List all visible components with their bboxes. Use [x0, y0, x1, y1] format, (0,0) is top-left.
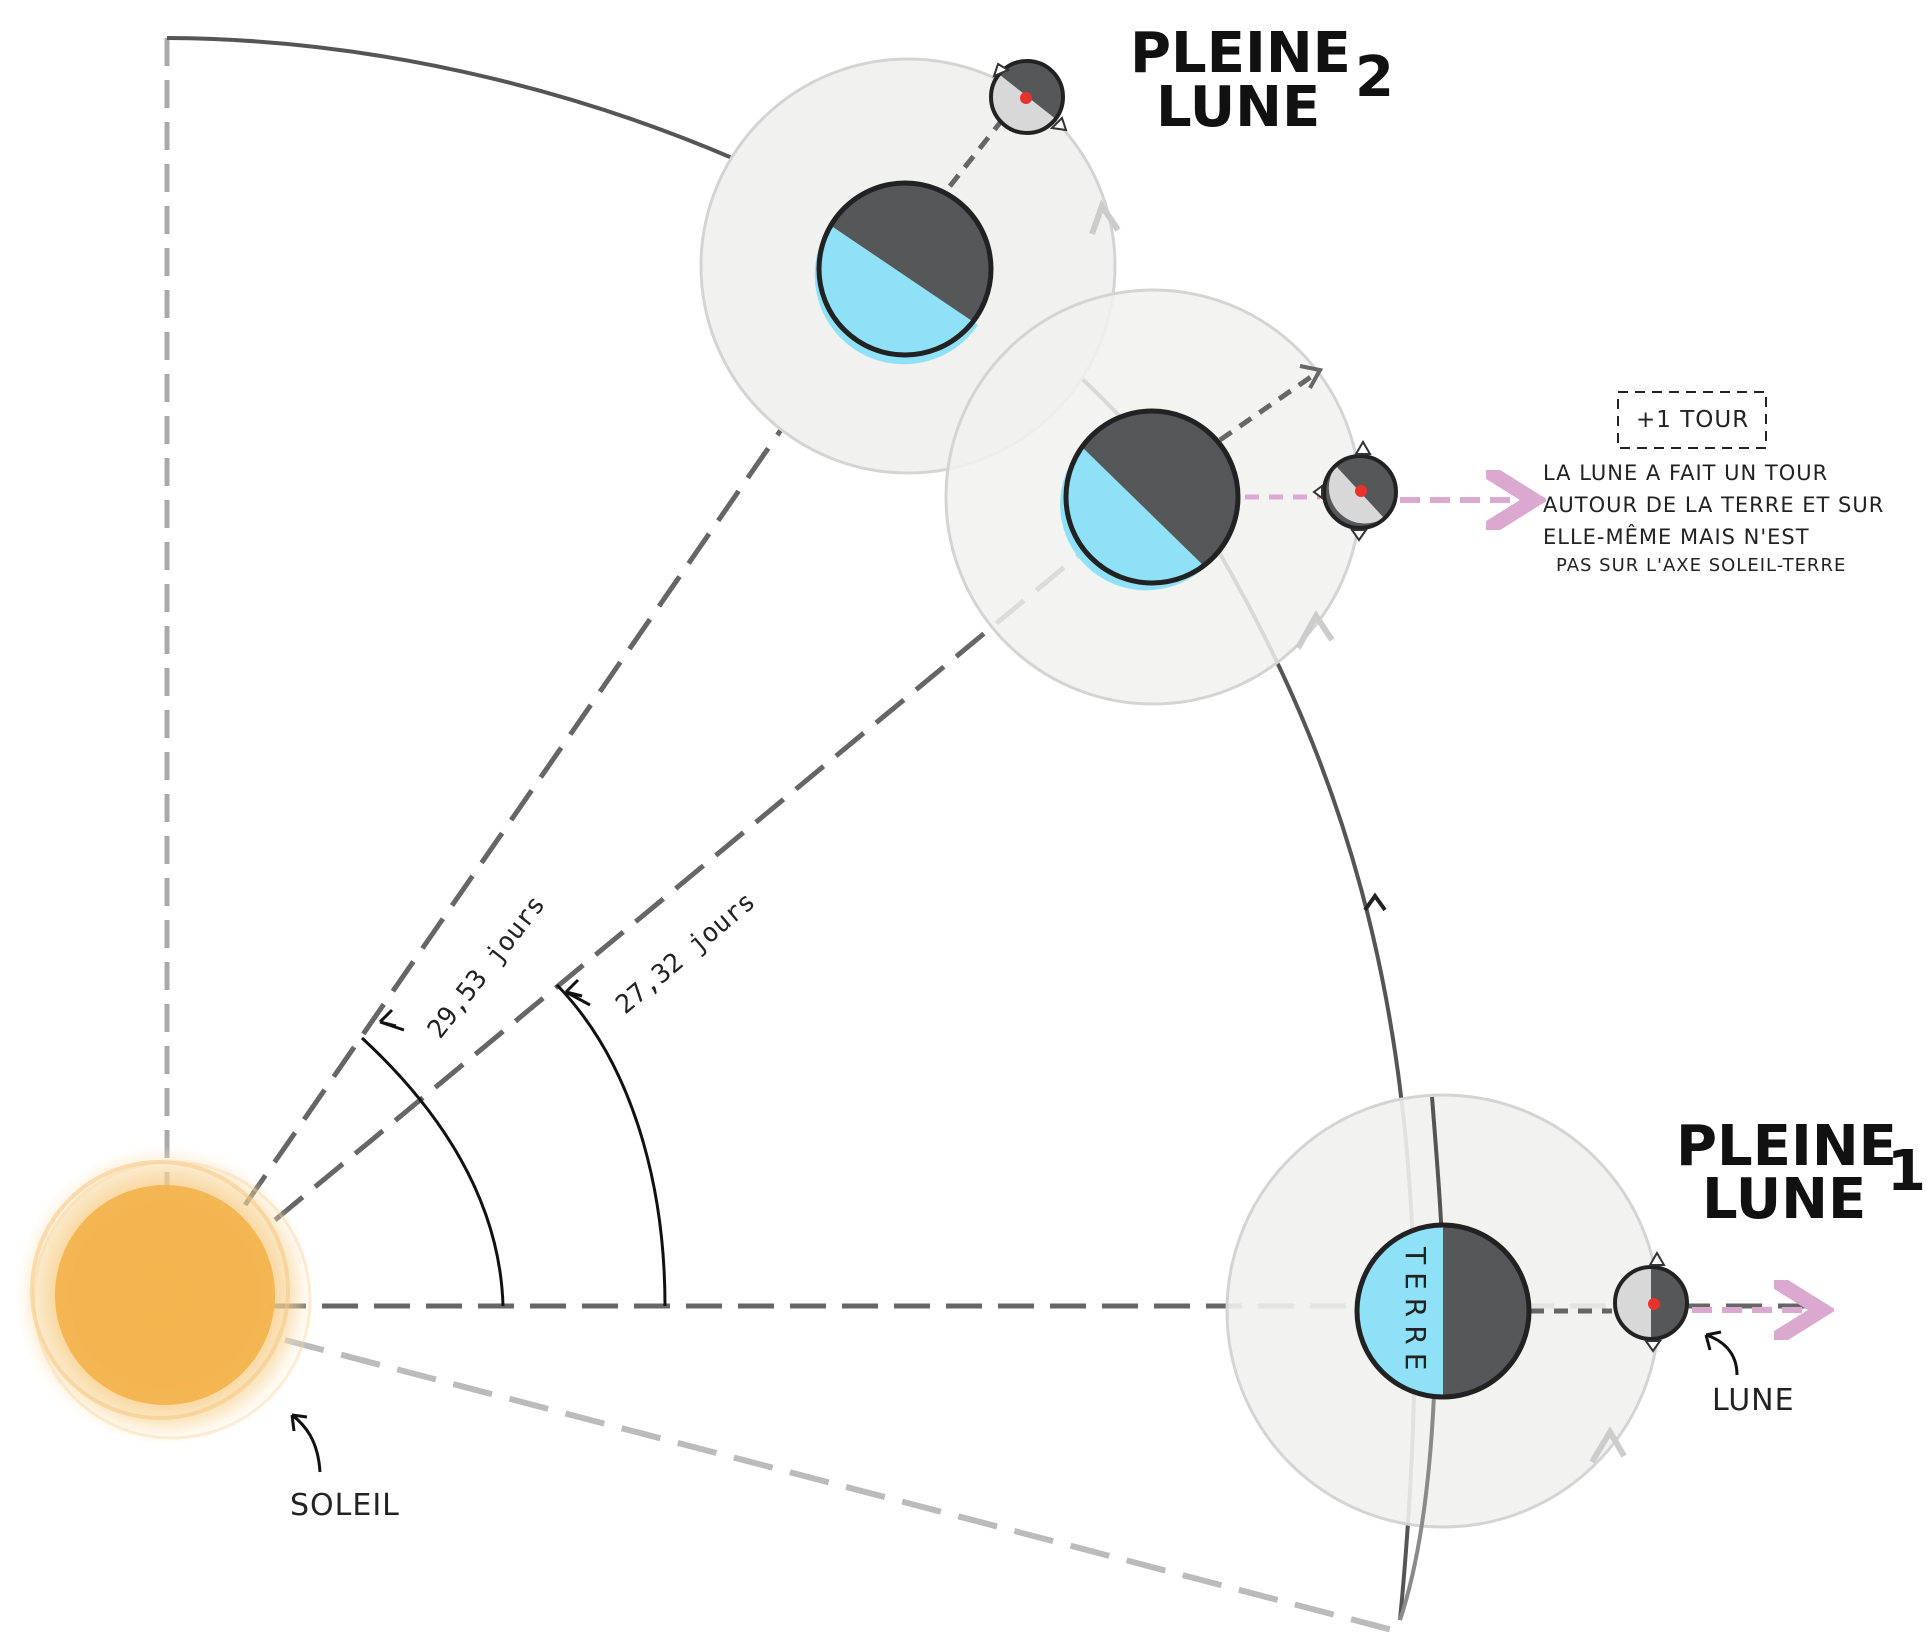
full-moon-1-title-line1: PLEINE — [1676, 1114, 1897, 1179]
earth1-orbit-direction-arrow — [1589, 1426, 1627, 1464]
sun-pointer-arrow — [290, 1413, 322, 1473]
earth-position-1 — [1354, 1222, 1532, 1400]
orbit-direction-arrow-lower — [1363, 892, 1387, 912]
moon-pointer-arrow — [1704, 1330, 1739, 1376]
lower-dashed-edge — [284, 1337, 1401, 1635]
note-line-1: LA LUNE A FAIT UN TOUR — [1543, 461, 1828, 485]
sun-label: SOLEIL — [290, 1488, 400, 1523]
moon-position-1 — [1613, 1251, 1689, 1353]
earth-position-2 — [814, 180, 994, 365]
full-moon-2-title-line2: LUNE — [1156, 75, 1320, 140]
synodic-angle-arc — [360, 1036, 505, 1307]
moon-position-2 — [989, 59, 1068, 135]
note-line-4: PAS SUR L'AXE SOLEIL-TERRE — [1556, 555, 1846, 576]
earth2-orbit-direction-arrow — [1089, 199, 1121, 236]
earth1-orbit-line-lower — [1398, 1394, 1436, 1621]
full-moon-2-number: 2 — [1355, 45, 1394, 110]
sun — [15, 1145, 315, 1445]
sun-to-earth-mid-dashed-line — [273, 548, 1087, 1222]
earth-mid-orbit-direction-arrow — [1295, 610, 1335, 650]
moon-label: LUNE — [1712, 1383, 1795, 1418]
full-moon-1-number: 1 — [1887, 1139, 1926, 1204]
synodic-period-label: 29,53 jours — [422, 890, 552, 1044]
sidereal-angle-arc — [555, 983, 667, 1307]
earth-mid-upper-arrowhead — [1299, 364, 1324, 389]
moon-position-mid — [1312, 440, 1398, 542]
full-moon-2-title-line1: PLEINE — [1130, 21, 1351, 86]
sidereal-period-label: 27,32 jours — [610, 887, 761, 1021]
note-line-2: AUTOUR DE LA TERRE ET SUR — [1543, 493, 1884, 517]
earth-mid-to-moon-dashed-line — [1218, 369, 1320, 443]
sidereal-pointer-arrow — [564, 978, 591, 1007]
earth-label: TERRE — [1399, 1246, 1432, 1378]
note-line-3: ELLE-MÊME MAIS N'EST — [1543, 524, 1810, 549]
plus-one-turn-label: +1 TOUR — [1636, 407, 1749, 433]
plus-one-turn-box — [1617, 391, 1767, 449]
sun-to-earth2-dashed-line — [242, 328, 853, 1207]
earth-position-mid — [1060, 408, 1241, 591]
full-moon-1-title-line2: LUNE — [1702, 1167, 1866, 1232]
earth2-to-moon-dashed-line — [933, 108, 1012, 207]
synodic-pointer-arrow — [378, 1008, 405, 1032]
